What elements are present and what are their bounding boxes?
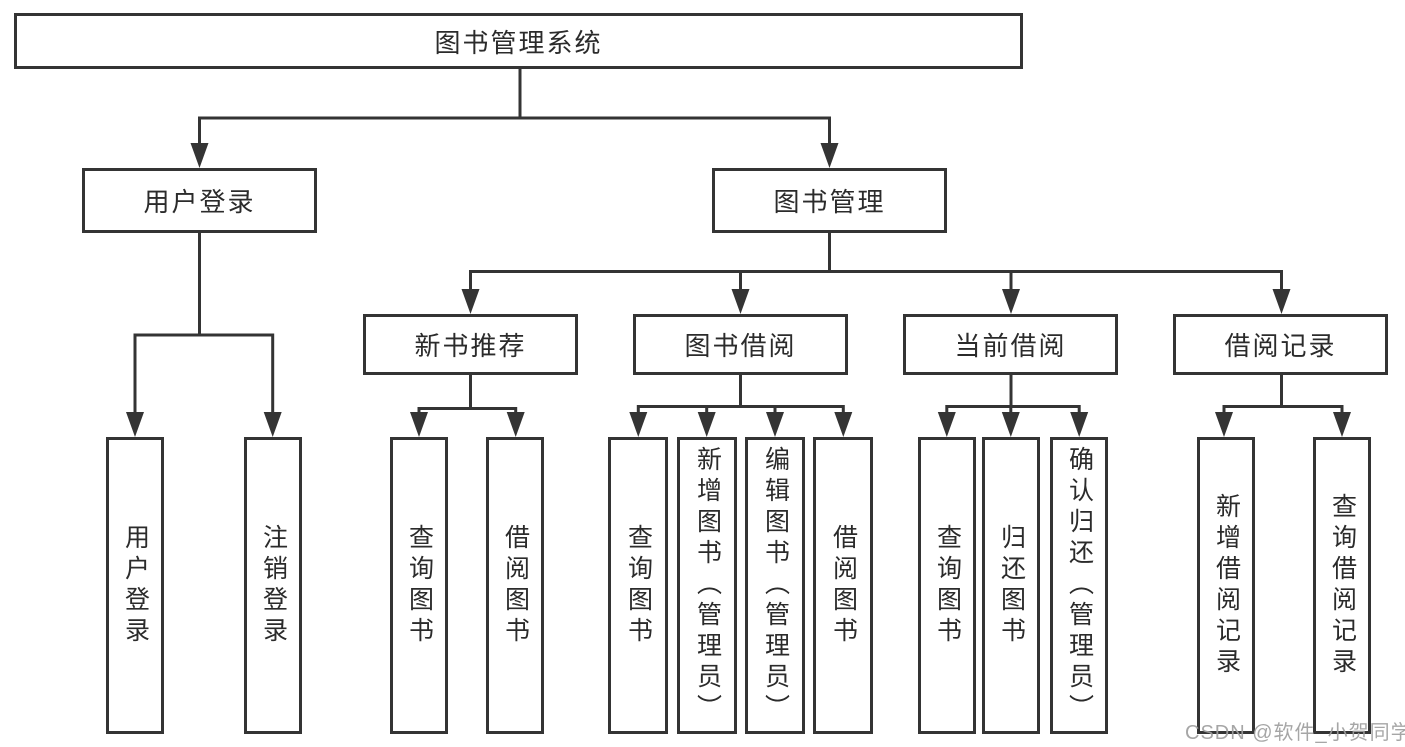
leaf-user-login-label: 用户登录 bbox=[121, 523, 150, 648]
leaf-borrowing-query-books-label: 查询图书 bbox=[624, 523, 653, 648]
node-current-borrowing-label: 当前借阅 bbox=[954, 331, 1067, 361]
node-user-login-branch-label: 用户登录 bbox=[143, 187, 256, 217]
node-book-borrowing-label: 图书借阅 bbox=[684, 331, 797, 361]
leaf-current-confirm-return-admin-label: 确认归还（管理员） bbox=[1065, 446, 1094, 725]
leaf-recommend-query-books-label: 查询图书 bbox=[405, 523, 434, 648]
leaf-user-login: 用户登录 bbox=[106, 437, 164, 734]
leaf-recommend-borrow-books-label: 借阅图书 bbox=[501, 523, 530, 648]
leaf-borrowing-edit-books-admin-label: 编辑图书（管理员） bbox=[761, 446, 790, 725]
leaf-borrowing-edit-books-admin: 编辑图书（管理员） bbox=[745, 437, 805, 734]
node-new-book-recommend-label: 新书推荐 bbox=[414, 331, 527, 361]
node-current-borrowing: 当前借阅 bbox=[903, 314, 1118, 375]
leaf-current-query-books-label: 查询图书 bbox=[933, 523, 962, 648]
leaf-records-query-record-label: 查询借阅记录 bbox=[1328, 492, 1357, 679]
node-root-system-label: 图书管理系统 bbox=[434, 27, 603, 58]
leaf-recommend-borrow-books: 借阅图书 bbox=[486, 437, 544, 734]
connector-shafts bbox=[133, 69, 1344, 417]
node-book-management-branch-label: 图书管理 bbox=[773, 187, 886, 217]
leaf-recommend-query-books: 查询图书 bbox=[390, 437, 448, 734]
leaf-current-return-books: 归还图书 bbox=[982, 437, 1040, 734]
node-user-login-branch: 用户登录 bbox=[82, 168, 317, 233]
leaf-borrowing-add-books-admin: 新增图书（管理员） bbox=[677, 437, 737, 734]
leaf-borrowing-borrow-books: 借阅图书 bbox=[813, 437, 873, 734]
leaf-current-confirm-return-admin: 确认归还（管理员） bbox=[1050, 437, 1108, 734]
leaf-current-query-books: 查询图书 bbox=[918, 437, 976, 734]
arrowheads bbox=[126, 143, 1351, 437]
node-book-management-branch: 图书管理 bbox=[712, 168, 947, 233]
node-root-system: 图书管理系统 bbox=[14, 13, 1023, 69]
node-borrowing-records-label: 借阅记录 bbox=[1224, 331, 1337, 361]
leaf-logout-label: 注销登录 bbox=[259, 523, 288, 648]
leaf-records-query-record: 查询借阅记录 bbox=[1313, 437, 1371, 734]
leaf-borrowing-query-books: 查询图书 bbox=[608, 437, 668, 734]
leaf-borrowing-borrow-books-label: 借阅图书 bbox=[829, 523, 858, 648]
node-new-book-recommend: 新书推荐 bbox=[363, 314, 578, 375]
node-book-borrowing: 图书借阅 bbox=[633, 314, 848, 375]
leaf-records-add-record-label: 新增借阅记录 bbox=[1212, 492, 1241, 679]
node-borrowing-records: 借阅记录 bbox=[1173, 314, 1388, 375]
leaf-logout: 注销登录 bbox=[244, 437, 302, 734]
leaf-records-add-record: 新增借阅记录 bbox=[1197, 437, 1255, 734]
leaf-current-return-books-label: 归还图书 bbox=[997, 523, 1026, 648]
leaf-borrowing-add-books-admin-label: 新增图书（管理员） bbox=[693, 446, 722, 725]
